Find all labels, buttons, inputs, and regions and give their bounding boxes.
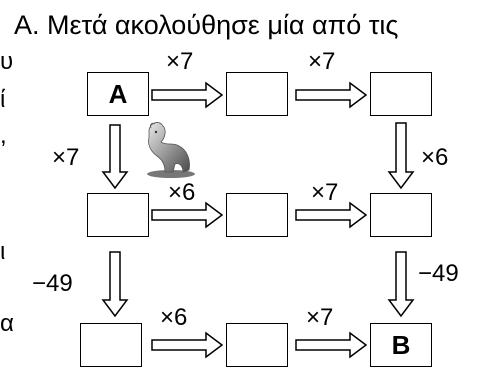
edge-char-4: ι: [0, 238, 6, 265]
edge-char-3: ,: [0, 122, 7, 149]
box-r2c2: [226, 193, 288, 237]
box-start: A: [87, 72, 149, 116]
edge-char-1: υ: [0, 48, 14, 75]
op-label-r2b: ×7: [311, 179, 339, 206]
op-label-r2a: ×6: [168, 179, 196, 206]
op-label-col-right-2: −49: [418, 260, 459, 287]
arrow-down-r1: [387, 122, 415, 190]
op-label-r3a: ×6: [160, 304, 188, 331]
arrow-down-r2: [387, 251, 415, 318]
box-r1c2: [226, 72, 288, 116]
instruction-text: Α. Μετά ακολούθησε μία από τις: [14, 10, 399, 40]
box-r2c1: [87, 193, 149, 237]
box-r3c2: [226, 323, 288, 367]
box-r2c3: [370, 193, 432, 237]
arrow-right-r2b: [295, 201, 368, 229]
box-r1c3: [370, 72, 432, 116]
op-label-col-left-2: −49: [32, 270, 73, 297]
op-label-r1a: ×7: [166, 48, 194, 75]
op-label-col-left-1: ×7: [52, 144, 80, 171]
arrow-down-l1: [101, 124, 129, 190]
box-end: B: [370, 323, 432, 367]
arrow-right-r1a: [151, 81, 224, 109]
op-label-r1b: ×7: [308, 48, 336, 75]
arrow-right-r3b: [295, 331, 368, 359]
box-r3c1: [80, 323, 142, 367]
edge-char-2: ί: [0, 86, 6, 113]
arrow-right-r3a: [151, 331, 224, 359]
arrow-down-l2: [101, 251, 129, 318]
edge-char-5: α: [0, 310, 14, 337]
arrow-right-r2a: [151, 201, 224, 229]
arrow-right-r1b: [295, 81, 368, 109]
op-label-r3b: ×7: [306, 304, 334, 331]
op-label-col-right-1: ×6: [421, 144, 449, 171]
dog-figurine-icon: [147, 122, 195, 178]
